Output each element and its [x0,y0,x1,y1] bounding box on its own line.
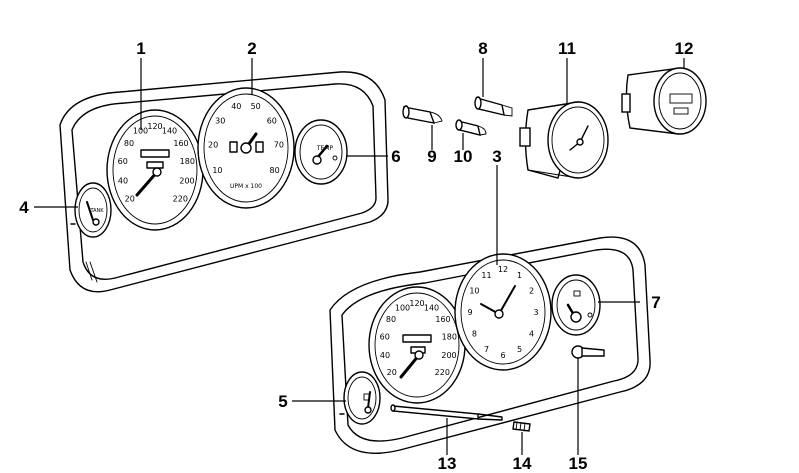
callout-4: 4 [19,198,29,217]
tacho-tick-3: 40 [231,102,241,111]
callout-2: 2 [247,39,256,58]
callout-10: 10 [454,147,473,166]
tacho-tick-6: 70 [274,141,284,150]
callout-15: 15 [569,454,588,473]
speedo-lower-tick-1: 40 [380,351,390,360]
clock-numeral-2: 2 [529,287,534,296]
speedo-lower-tick-7: 160 [435,315,450,324]
speedo-lower-tick-8: 180 [442,332,457,341]
clock-numeral-4: 4 [529,330,534,339]
callout-12: 12 [675,39,694,58]
speedo-upper-tick-1: 40 [118,177,128,186]
speedo-lower-tick-3: 80 [386,315,396,324]
clock-numeral-12: 12 [498,265,508,274]
speedo-upper-tick-5: 120 [147,122,162,131]
combination-gauge [551,274,601,336]
callout-9: 9 [427,147,436,166]
speedo-lower-tick-6: 140 [424,303,439,312]
tacho-unit-label: UPM x 100 [230,183,262,190]
fuel-gauge-lower [339,371,381,425]
tacho-tick-5: 60 [267,117,277,126]
clock-numeral-5: 5 [517,345,522,354]
spring-pin [512,421,531,432]
clock-numeral-6: 6 [500,351,505,360]
callout-13: 13 [438,454,457,473]
tank-label: TANK [89,208,104,214]
speedo-upper-tick-3: 80 [124,139,134,148]
speedo-lower-tick-10: 220 [435,368,450,377]
clock-numeral-8: 8 [472,330,477,339]
bulb-holder-10 [455,119,487,136]
tachometer: 10 20 30 40 50 60 70 80 UPM x 100 [197,87,295,209]
speedo-upper-tick-4: 100 [133,127,148,136]
tacho-tick-2: 30 [215,117,225,126]
speedo-lower-tick-4: 100 [395,303,410,312]
clock-numeral-9: 9 [467,308,472,317]
leader-lines [34,58,685,455]
digital-clock-module [621,67,707,135]
lower-cluster-housing [329,236,651,454]
callout-5: 5 [278,392,287,411]
callout-1: 1 [136,39,145,58]
callout-6: 6 [391,147,400,166]
speedo-upper-tick-2: 60 [118,157,128,166]
speedo-lower-tick-5: 120 [409,299,424,308]
tacho-tick-0: 10 [212,166,222,175]
callout-8: 8 [478,39,487,58]
bulb-holder-9 [402,105,443,124]
callout-7: 7 [651,293,660,312]
tacho-tick-4: 50 [251,102,261,111]
temperature-gauge: TEMP [294,119,348,185]
callout-14: 14 [513,454,532,473]
clock-numeral-10: 10 [469,287,479,296]
speedo-upper-tick-10: 220 [173,194,188,203]
bulb-holder-8 [474,96,513,117]
speedo-upper-tick-9: 200 [179,177,194,186]
speedo-lower-tick-2: 60 [380,332,390,341]
speedo-lower-tick-9: 200 [441,351,456,360]
clock-numeral-3: 3 [533,308,538,317]
speedo-lower-tick-0: 20 [387,368,397,377]
bulb-15 [571,345,605,359]
tacho-tick-1: 20 [208,141,218,150]
tacho-tick-7: 80 [270,166,280,175]
speedo-upper-tick-7: 160 [173,139,188,148]
speedo-upper-tick-8: 180 [180,157,195,166]
callout-3: 3 [492,147,501,166]
fuel-gauge-upper: TANK [70,182,112,238]
clock-numeral-1: 1 [517,271,522,280]
upper-cluster-housing [59,71,389,293]
speedo-upper-tick-0: 20 [125,194,135,203]
callout-labels: 1 2 3 4 5 6 7 8 9 10 11 12 13 14 15 [19,39,693,473]
speedo-upper-tick-6: 140 [162,127,177,136]
callout-11: 11 [558,39,576,58]
clock-numeral-7: 7 [484,345,489,354]
clock-module [519,101,609,179]
clock-numeral-11: 11 [481,271,491,280]
reset-shaft [390,404,503,421]
